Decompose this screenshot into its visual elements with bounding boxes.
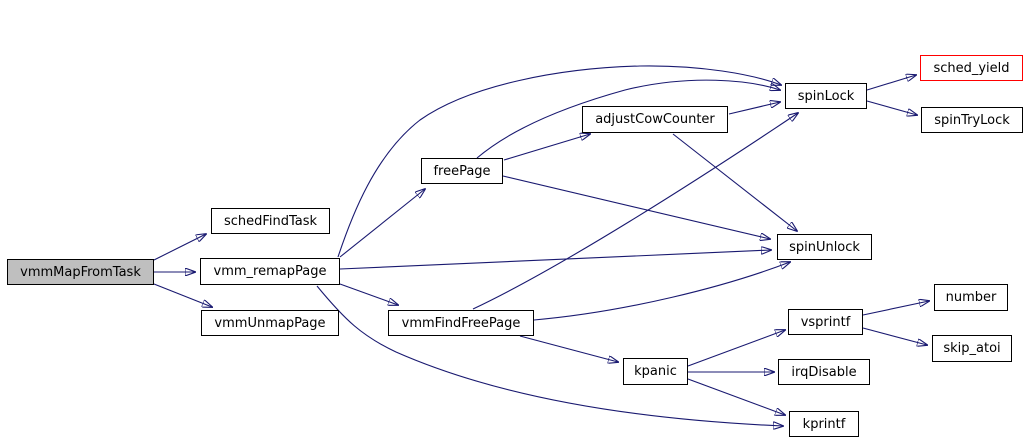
edge-freePage-to-spinUnlock [502,175,770,239]
node-spinUnlock[interactable]: spinUnlock [777,234,872,260]
node-vmm_remapPage[interactable]: vmm_remapPage [200,258,340,285]
edge-freePage-to-adjustCowCounter [503,134,590,161]
node-skip_atoi[interactable]: skip_atoi [932,335,1012,362]
edge-vmm_remapPage-to-freePage [339,189,425,258]
node-label: vmmUnmapPage [214,315,326,331]
node-vmmMapFromTask: vmmMapFromTask [7,259,154,285]
edge-vsprintf-to-number [862,301,929,316]
node-freePage[interactable]: freePage [421,158,503,184]
node-label: irqDisable [791,364,857,380]
edge-vmm_remapPage-to-spinUnlock [339,250,771,270]
node-label: schedFindTask [223,213,318,229]
edge-kpanic-to-vsprintf [687,330,785,367]
node-label: vmm_remapPage [213,264,327,279]
edge-vmmFindFreePage-to-kpanic [519,335,618,362]
edge-vmmMapFromTask-to-schedFindTask [153,234,206,261]
node-label: number [945,290,997,305]
node-vmmFindFreePage[interactable]: vmmFindFreePage [388,310,534,336]
node-number[interactable]: number [934,284,1008,311]
edge-vmm_remapPage-to-kprintf [316,285,783,426]
node-kprintf[interactable]: kprintf [789,411,859,437]
edge-spinLock-to-sched_yield [866,75,916,91]
node-label: vmmFindFreePage [401,315,521,331]
edge-vmm_remapPage-to-spinLock [337,65,781,258]
edge-vmmFindFreePage-to-spinLock [472,113,798,310]
edge-freePage-to-spinLock [476,79,780,159]
node-label: vsprintf [800,314,851,330]
node-label: spinTryLock [934,112,1010,128]
edge-vmmMapFromTask-to-vmmUnmapPage [153,283,212,307]
node-label: vmmMapFromTask [20,264,141,280]
node-vsprintf[interactable]: vsprintf [788,309,863,335]
node-label: spinLock [797,88,855,104]
node-spinTryLock[interactable]: spinTryLock [921,107,1023,133]
node-label: adjustCowCounter [595,112,715,127]
node-label: sched_yield [933,60,1010,76]
node-schedFindTask[interactable]: schedFindTask [211,208,330,234]
node-sched_yield[interactable]: sched_yield [920,55,1023,81]
node-label: skip_atoi [943,341,1001,356]
edge-adjustCowCounter-to-spinLock [728,102,780,115]
node-spinLock[interactable]: spinLock [785,83,867,109]
edge-kpanic-to-kprintf [687,378,785,415]
edge-vmm_remapPage-to-vmmFindFreePage [339,283,398,305]
edge-spinLock-to-spinTryLock [866,100,917,115]
node-adjustCowCounter[interactable]: adjustCowCounter [582,106,728,133]
node-kpanic[interactable]: kpanic [623,358,688,385]
node-label: kprintf [802,416,846,432]
edge-adjustCowCounter-to-spinUnlock [672,133,797,231]
node-label: kpanic [634,364,677,379]
node-label: freePage [433,163,491,179]
node-irqDisable[interactable]: irqDisable [778,359,870,385]
edge-vsprintf-to-skip_atoi [862,327,927,345]
node-label: spinUnlock [789,239,860,255]
edge-vmmFindFreePage-to-spinUnlock [533,262,790,321]
node-vmmUnmapPage[interactable]: vmmUnmapPage [201,310,339,336]
